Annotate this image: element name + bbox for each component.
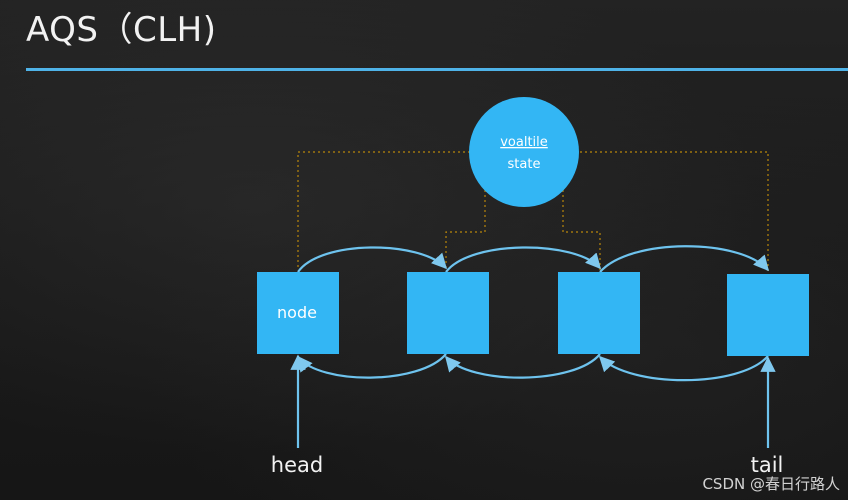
queue-node-2 [407,272,489,354]
queue-node-1 [257,272,339,354]
state-circle-line2: state [508,157,541,172]
head-label: head [271,453,323,477]
first-node-label: node [277,303,317,322]
dotted-link-node3 [562,190,601,270]
prev-pointers [297,353,769,382]
queue-node-3 [558,272,640,354]
state-dotted-links [297,151,769,272]
head-tail-pointers [290,354,776,448]
next-pointers [297,245,770,273]
next-arc-2 [445,246,602,273]
state-circle-line1: voaltile [500,135,548,150]
dotted-link-node2 [445,190,486,270]
title-underline [26,68,848,71]
slide-title: AQS（CLH) [26,10,217,50]
prev-arc-1 [297,353,447,379]
queue-node-4 [727,274,809,356]
state-circle [469,97,579,207]
prev-arc-3 [598,355,769,382]
csdn-watermark: CSDN @春日行路人 [702,475,840,493]
next-arc-1 [297,246,448,273]
tail-label: tail [751,453,784,477]
next-arc-3 [599,245,770,273]
dotted-link-node1 [297,151,470,270]
prev-arc-2 [444,353,601,379]
